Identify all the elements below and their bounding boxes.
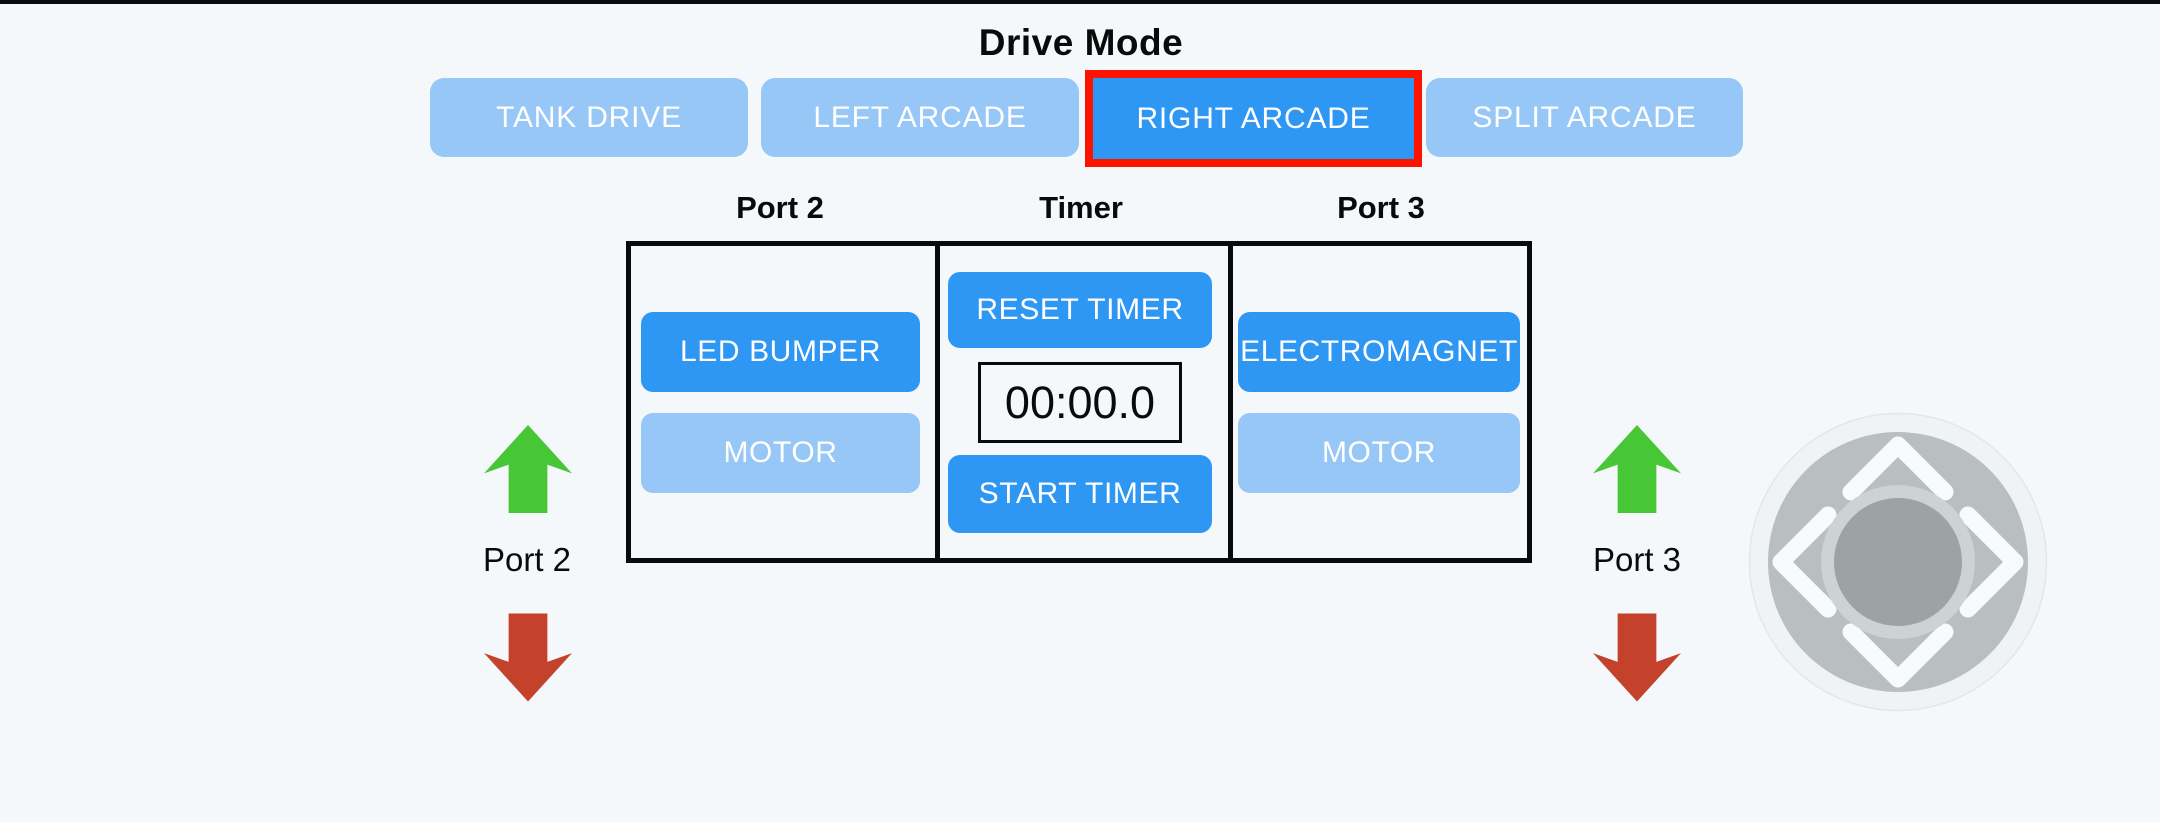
port3-motor-label: MOTOR xyxy=(1321,436,1437,469)
timer-value: 00:00.0 xyxy=(1004,376,1156,428)
tank-drive-button[interactable]: TANK DRIVE xyxy=(430,78,748,157)
right-arcade-label: RIGHT ARCADE xyxy=(1136,101,1371,135)
port3-up-arrow-icon[interactable] xyxy=(1593,424,1681,514)
tank-drive-label: TANK DRIVE xyxy=(496,100,682,134)
joystick-right-chevron-icon xyxy=(1959,506,2024,618)
reset-timer-button[interactable]: RESET TIMER xyxy=(948,272,1212,348)
joystick-left-chevron-icon xyxy=(1772,506,1837,618)
port2-column-header: Port 2 xyxy=(736,190,824,225)
port3-indicator-label: Port 3 xyxy=(1592,541,1682,578)
start-timer-label: START TIMER xyxy=(978,477,1182,510)
port2-motor-button[interactable]: MOTOR xyxy=(641,413,920,493)
port2-indicator-label: Port 2 xyxy=(482,541,572,578)
joystick[interactable] xyxy=(1748,412,2048,712)
panel-divider-right xyxy=(1228,241,1233,563)
reset-timer-label: RESET TIMER xyxy=(976,293,1184,326)
timer-display: 00:00.0 xyxy=(978,362,1182,443)
left-arcade-button[interactable]: LEFT ARCADE xyxy=(761,78,1079,157)
port3-motor-button[interactable]: MOTOR xyxy=(1238,413,1520,493)
joystick-up-chevron-icon xyxy=(1842,436,1954,501)
port2-up-arrow-icon[interactable] xyxy=(484,424,572,514)
control-panel-frame xyxy=(626,241,1532,563)
split-arcade-button[interactable]: SPLIT ARCADE xyxy=(1426,78,1743,157)
led-bumper-button[interactable]: LED BUMPER xyxy=(641,312,920,392)
right-arcade-button[interactable]: RIGHT ARCADE xyxy=(1085,70,1422,167)
port3-down-arrow-icon[interactable] xyxy=(1593,610,1681,705)
port2-motor-label: MOTOR xyxy=(723,436,838,469)
led-bumper-label: LED BUMPER xyxy=(679,335,882,368)
port3-column-header: Port 3 xyxy=(1337,190,1425,225)
electromagnet-button[interactable]: ELECTROMAGNET xyxy=(1238,312,1520,392)
panel-divider-left xyxy=(935,241,940,563)
split-arcade-label: SPLIT ARCADE xyxy=(1472,100,1697,134)
top-border-line xyxy=(0,0,2160,4)
port2-down-arrow-icon[interactable] xyxy=(484,610,572,705)
electromagnet-label: ELECTROMAGNET xyxy=(1240,335,1518,368)
page-title: Drive Mode xyxy=(978,22,1184,63)
joystick-down-chevron-icon xyxy=(1842,623,1954,688)
timer-column-header: Timer xyxy=(1039,190,1123,225)
left-arcade-label: LEFT ARCADE xyxy=(813,100,1027,134)
joystick-knob xyxy=(1834,498,1962,626)
start-timer-button[interactable]: START TIMER xyxy=(948,455,1212,533)
